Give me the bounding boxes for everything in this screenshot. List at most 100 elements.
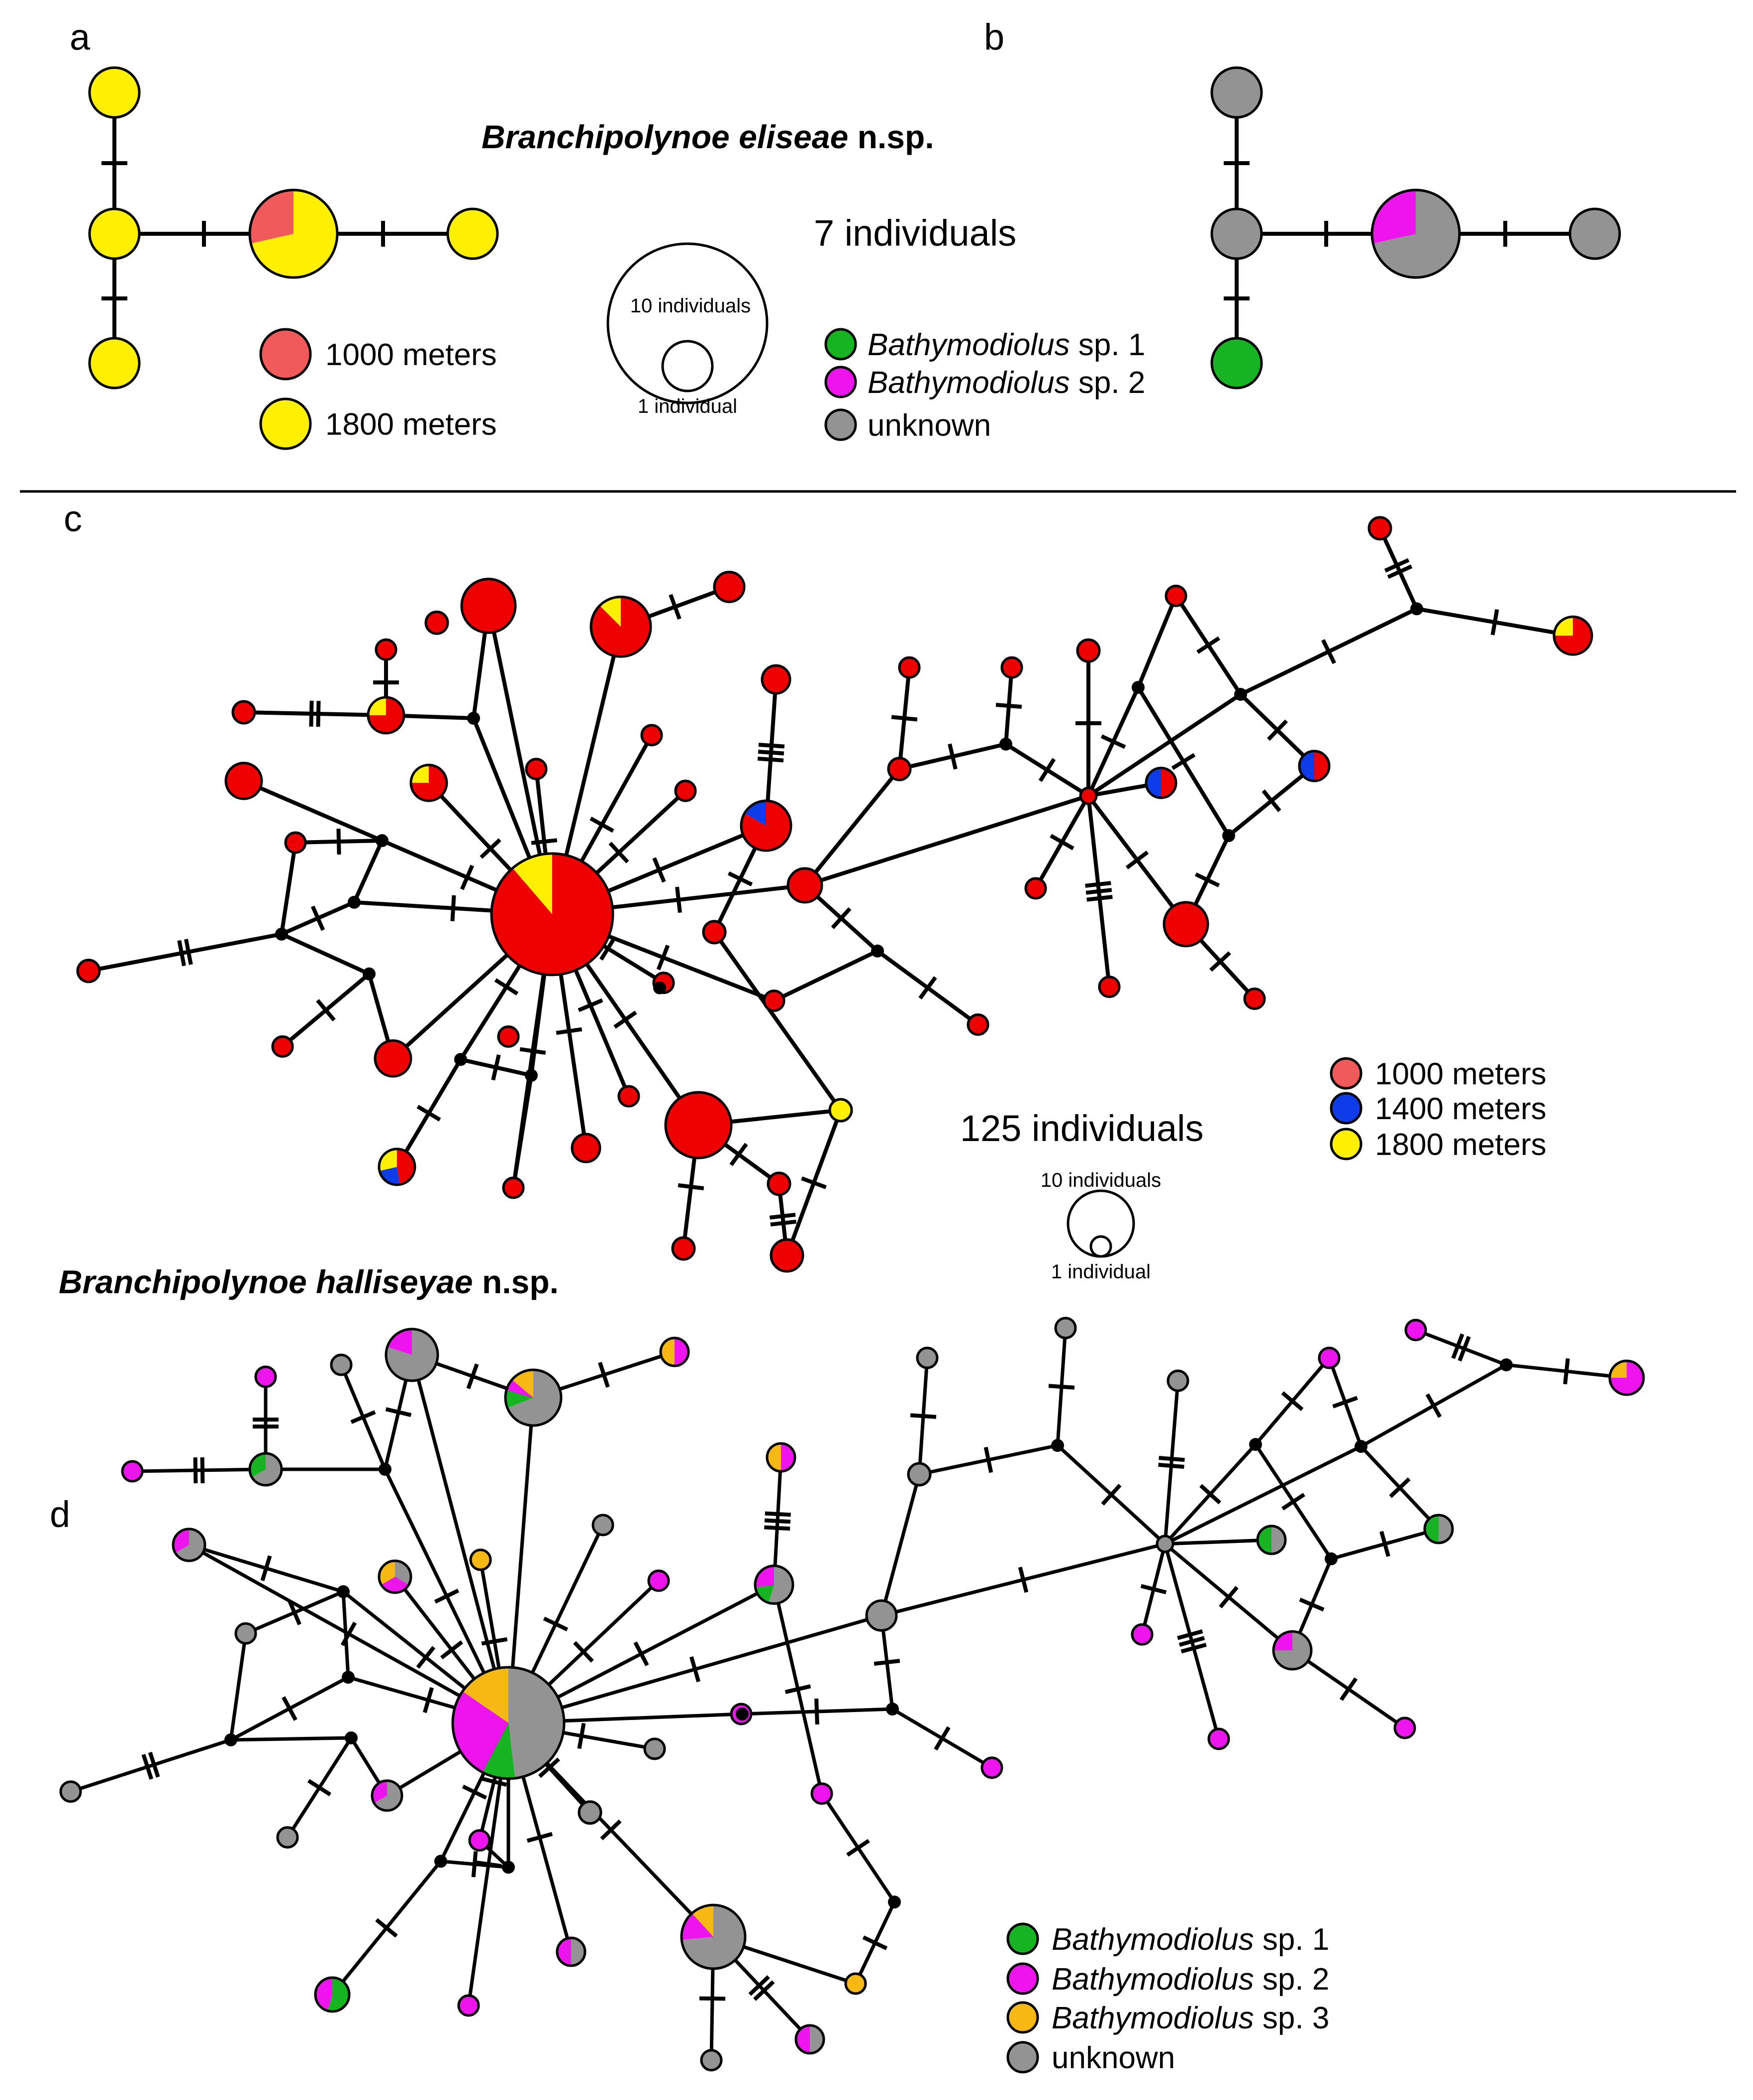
pie-slice (781, 1443, 795, 1471)
pie-slice (1373, 190, 1460, 278)
mutation-tick (689, 1656, 701, 1683)
mutation-tick (1384, 558, 1410, 573)
network-edge (804, 794, 1089, 887)
haplotype-node (571, 1133, 601, 1163)
network-edge (341, 1591, 350, 1678)
median-vector (337, 1585, 350, 1598)
pie-slice (482, 1723, 515, 1779)
haplotype-node (248, 189, 339, 279)
mutation-tick (600, 1819, 622, 1840)
mutation-tick (1196, 636, 1220, 654)
haplotype-node (761, 664, 791, 695)
haplotype-node (980, 1756, 1003, 1779)
mutation-tick (1194, 872, 1220, 887)
haplotype-node (754, 1564, 794, 1605)
haplotype-node (254, 1365, 277, 1388)
haplotype-node (59, 1780, 82, 1803)
haplotype-node (810, 1782, 833, 1805)
legend-label: unknown (868, 408, 991, 443)
haplotype-node (121, 1460, 144, 1483)
node-outline (490, 852, 614, 976)
haplotype-node (671, 1236, 696, 1261)
mutation-tick (1086, 895, 1113, 902)
mutation-tick (307, 1779, 332, 1797)
network-edge (712, 931, 843, 1112)
mutation-tick (491, 1054, 501, 1081)
node-outline (1370, 189, 1461, 279)
pie-slice (512, 1370, 533, 1398)
node-outline (1423, 1514, 1454, 1544)
mutation-tick (983, 1446, 993, 1473)
haplotype-node (1167, 1369, 1189, 1392)
scale-label-large-c: 10 individuals (1041, 1169, 1161, 1191)
haplotype-node (409, 764, 448, 802)
haplotype-node (1318, 1346, 1341, 1369)
haplotype-node (76, 958, 101, 983)
haplotype-node (375, 638, 397, 661)
mutation-tick (656, 945, 670, 970)
haplotype-node (1207, 1727, 1230, 1750)
mutation-tick (200, 1457, 205, 1483)
pie-slice (1273, 1631, 1292, 1650)
pie-slice (491, 854, 613, 975)
legend-host-d: Bathymodiolus sp. 1 Bathymodiolus sp. 2 … (1006, 1922, 1329, 2075)
mutation-tick (729, 1143, 748, 1166)
haplotype-node (284, 831, 307, 854)
mutation-tick (1209, 951, 1231, 972)
mutation-tick (652, 857, 666, 883)
haplotype-node (271, 1035, 294, 1058)
title-halliseyae: Branchipolynoe halliseyae n.sp. (59, 1263, 559, 1300)
haplotype-node (589, 595, 652, 658)
node-outline (680, 1904, 747, 1970)
panel-label-d: d (50, 1494, 70, 1535)
haplotype-node (967, 1013, 989, 1036)
pie-slice (411, 765, 429, 783)
mutation-tick (1159, 1455, 1185, 1462)
mutation-tick (471, 1851, 478, 1878)
mutation-tick (1281, 1391, 1304, 1411)
haplotype-node (763, 989, 785, 1012)
mutation-tick (1101, 1484, 1122, 1506)
mutation-tick (1332, 1396, 1358, 1409)
mutation-tick (475, 1860, 502, 1868)
mutation-tick (288, 1600, 301, 1625)
mutation-tick (519, 1047, 546, 1055)
count-halliseyae: 125 individuals (960, 1108, 1204, 1149)
haplotype-node (451, 1666, 566, 1780)
haplotype-node (1098, 975, 1121, 998)
mutation-tick (260, 1555, 272, 1582)
mutation-tick (460, 864, 474, 890)
scale-label-small-c: 1 individual (1051, 1261, 1151, 1283)
legend-label: 1400 meters (1375, 1092, 1547, 1126)
pie-slice (767, 1443, 781, 1471)
node-outline (1145, 766, 1177, 799)
legend-item: 1000 meters (259, 328, 497, 381)
pie-slice (387, 1329, 412, 1355)
haplotype-node (367, 696, 405, 735)
haplotype-node (385, 1328, 439, 1382)
mutation-tick (543, 1617, 569, 1631)
haplotype-node (497, 1025, 520, 1048)
mutation-tick (1458, 1336, 1471, 1362)
legend-item: Bathymodiolus sp. 3 (1006, 2001, 1329, 2035)
network-edge (352, 840, 384, 903)
haplotype-node (591, 1514, 614, 1536)
haplotype-node (374, 1039, 412, 1078)
node-outline (1608, 1359, 1645, 1396)
legend-swatch-sp3 (1006, 2001, 1039, 2034)
pie-slice (1610, 1361, 1627, 1378)
pie-slice (315, 1978, 332, 2011)
median-vector (1222, 829, 1235, 842)
mutation-tick (727, 871, 753, 886)
network-c (76, 516, 1593, 1273)
haplotype-node (1076, 638, 1101, 663)
haplotype-node (643, 1737, 666, 1760)
haplotype-node (1210, 66, 1263, 119)
legend-label: Bathymodiolus sp. 3 (1052, 2001, 1329, 2035)
scale-circle-small (661, 340, 714, 392)
mutation-tick (608, 842, 629, 863)
pie-slice (379, 1149, 397, 1171)
node-outline (504, 1368, 563, 1427)
mutation-tick (678, 1183, 704, 1191)
haplotype-node (702, 920, 727, 945)
